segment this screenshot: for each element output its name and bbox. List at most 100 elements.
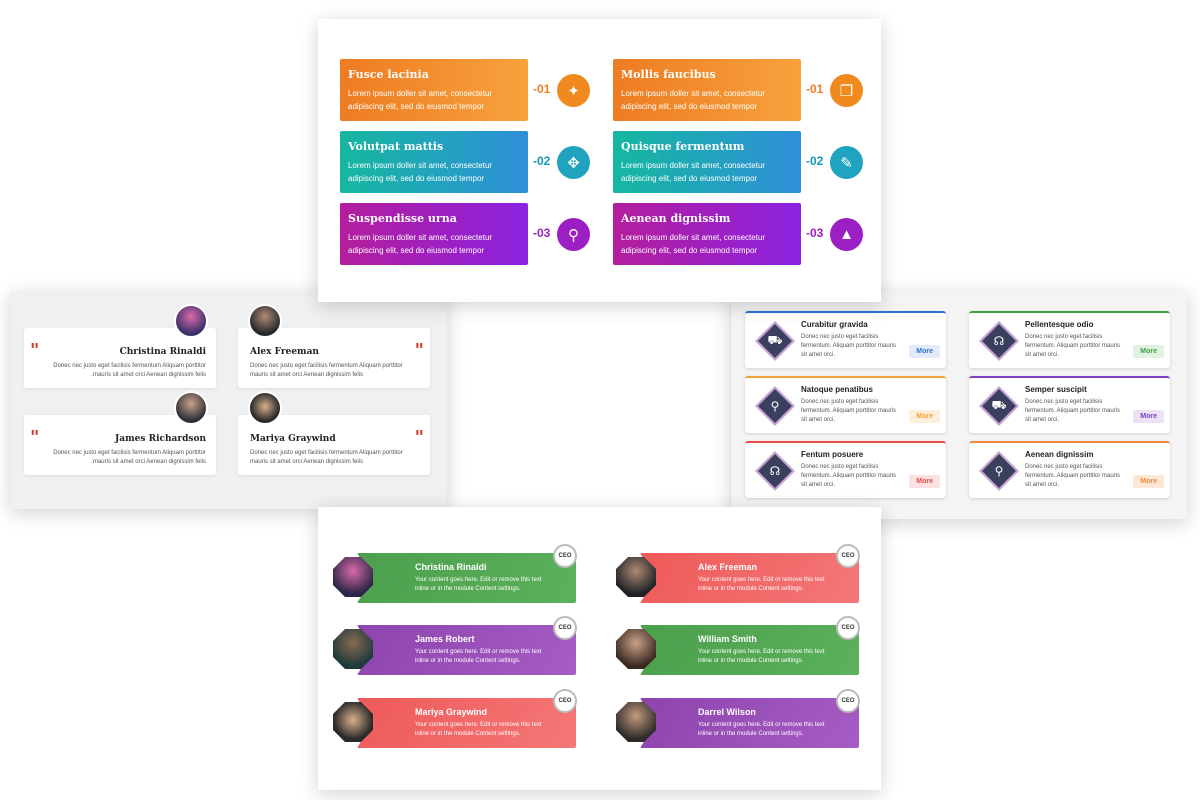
team-text: Your content goes here. Edit or remove t… <box>415 722 542 737</box>
testimonial-card: " James Richardson Donec nec justo eget … <box>24 391 216 475</box>
feature-item: Fusce lacinia Lorem ipsum doller sit ame… <box>340 59 590 121</box>
service-card: ☊ Pellentesque odio Donec nec justo eget… <box>969 311 1170 368</box>
avatar <box>248 304 282 338</box>
avatar <box>333 629 373 669</box>
ceo-badge: CEO <box>836 616 860 640</box>
testimonial-card: " Mariya Graywind Donec nec justo eget f… <box>238 391 430 475</box>
feature-item: Volutpat mattis Lorem ipsum doller sit a… <box>340 131 590 193</box>
team-band <box>640 698 859 748</box>
ceo-badge: CEO <box>553 689 577 713</box>
testimonial-text: Donec nec justo eget facilisis fermentum… <box>53 450 206 465</box>
testimonial-name: Alex Freeman <box>250 347 319 357</box>
testimonial-name: Mariya Graywind <box>250 434 336 444</box>
team-name: Mariya Graywind <box>415 707 488 717</box>
team-card: Darrel Wilson Your content goes here. Ed… <box>616 689 862 750</box>
team-band <box>640 625 859 675</box>
more-button[interactable]: More <box>1133 410 1164 423</box>
ceo-badge: CEO <box>836 689 860 713</box>
feature-list-panel: Fusce lacinia Lorem ipsum doller sit ame… <box>318 19 881 302</box>
feature-number: -01 <box>533 82 551 96</box>
feature-number: -02 <box>533 154 551 168</box>
testimonial-text: Donec nec justo eget facilisis fermentum… <box>53 363 206 378</box>
avatar <box>616 557 656 597</box>
testimonials-panel: " Christina Rinaldi Donec nec justo eget… <box>11 291 447 509</box>
feature-number: -01 <box>806 82 824 96</box>
service-title: Curabitur gravida <box>801 320 868 329</box>
team-text: Your content goes here. Edit or remove t… <box>415 649 542 664</box>
feature-text: Lorem ipsum doller sit amet, consectetur… <box>348 233 493 255</box>
headphones-icon: ☊ <box>755 451 795 491</box>
team-band <box>357 553 576 603</box>
cart-icon: ⛟ <box>755 321 795 361</box>
service-card: ☊ Fentum posuere Donec nec justo eget fa… <box>745 441 946 498</box>
team-band <box>640 553 859 603</box>
testimonial-name: Christina Rinaldi <box>119 347 206 357</box>
feature-title: Suspendisse urna <box>348 212 457 225</box>
quote-icon: " <box>30 340 40 361</box>
feature-title: Aenean dignissim <box>621 212 731 225</box>
service-card: ⛟ Curabitur gravida Donec nec justo eget… <box>745 311 946 368</box>
team-text: Your content goes here. Edit or remove t… <box>698 577 825 592</box>
quote-icon: " <box>414 340 424 361</box>
feature-box: Volutpat mattis Lorem ipsum doller sit a… <box>340 131 528 193</box>
ceo-badge: CEO <box>553 616 577 640</box>
service-title: Pellentesque odio <box>1025 320 1094 329</box>
quote-icon: " <box>414 427 424 448</box>
team-card: Mariya Graywind Your content goes here. … <box>333 689 579 750</box>
more-button[interactable]: More <box>909 410 940 423</box>
testimonial-text: Donec nec justo eget facilisis fermentum… <box>250 450 403 465</box>
team-name: Christina Rinaldi <box>415 562 487 572</box>
service-card: ⛟ Semper suscipit Donec nec justo eget f… <box>969 376 1170 433</box>
avatar <box>616 702 656 742</box>
feature-text: Lorem ipsum doller sit amet, consectetur… <box>348 161 493 183</box>
feature-item: Mollis faucibus Lorem ipsum doller sit a… <box>613 59 863 121</box>
feature-number: -03 <box>806 226 824 240</box>
more-button[interactable]: More <box>1133 475 1164 488</box>
feature-box: Quisque fermentum Lorem ipsum doller sit… <box>613 131 801 193</box>
more-button[interactable]: More <box>909 475 940 488</box>
feature-text: Lorem ipsum doller sit amet, consectetur… <box>621 233 766 255</box>
team-name: Alex Freeman <box>698 562 758 572</box>
avatar <box>616 629 656 669</box>
feature-title: Mollis faucibus <box>621 68 716 81</box>
service-title: Aenean dignissim <box>1025 450 1094 459</box>
feature-text: Lorem ipsum doller sit amet, consectetur… <box>621 89 766 111</box>
team-name: Darrel Wilson <box>698 707 756 717</box>
feature-item: Aenean dignissim Lorem ipsum doller sit … <box>613 203 863 265</box>
team-panel: Christina Rinaldi Your content goes here… <box>318 507 881 790</box>
team-card: Alex Freeman Your content goes here. Edi… <box>616 544 862 605</box>
service-text: Donec nec justo eget facilisis fermentum… <box>1025 464 1121 488</box>
move-arrows-icon: ✥ <box>557 146 590 179</box>
services-panel: ⛟ Curabitur gravida Donec nec justo eget… <box>731 291 1187 519</box>
service-title: Natoque penatibus <box>801 385 874 394</box>
avatar <box>333 557 373 597</box>
team-name: William Smith <box>698 634 757 644</box>
feature-title: Fusce lacinia <box>348 68 429 81</box>
service-title: Fentum posuere <box>801 450 864 459</box>
feature-box: Mollis faucibus Lorem ipsum doller sit a… <box>613 59 801 121</box>
maple-leaf-icon: ✦ <box>557 74 590 107</box>
service-text: Donec nec justo eget facilisis fermentum… <box>801 399 897 423</box>
feature-box: Aenean dignissim Lorem ipsum doller sit … <box>613 203 801 265</box>
testimonial-card: " Alex Freeman Donec nec justo eget faci… <box>238 304 430 388</box>
feature-number: -03 <box>533 226 551 240</box>
headphones-icon: ☊ <box>979 321 1019 361</box>
cart-icon: ⛟ <box>979 386 1019 426</box>
service-text: Donec nec justo eget facilisis fermentum… <box>1025 334 1121 358</box>
bicycle-icon: ⚲ <box>557 218 590 251</box>
more-button[interactable]: More <box>1133 345 1164 358</box>
more-button[interactable]: More <box>909 345 940 358</box>
team-text: Your content goes here. Edit or remove t… <box>415 577 542 592</box>
team-band <box>357 625 576 675</box>
feature-box: Suspendisse urna Lorem ipsum doller sit … <box>340 203 528 265</box>
service-text: Donec nec justo eget facilisis fermentum… <box>1025 399 1121 423</box>
avatar <box>174 391 208 425</box>
avatar <box>333 702 373 742</box>
testimonial-text: Donec nec justo eget facilisis fermentum… <box>250 363 403 378</box>
testimonial-card: " Christina Rinaldi Donec nec justo eget… <box>24 304 216 388</box>
quote-icon: " <box>30 427 40 448</box>
bicycle-icon: ⚲ <box>979 451 1019 491</box>
blank-panel <box>446 302 730 508</box>
feature-title: Quisque fermentum <box>621 140 745 153</box>
